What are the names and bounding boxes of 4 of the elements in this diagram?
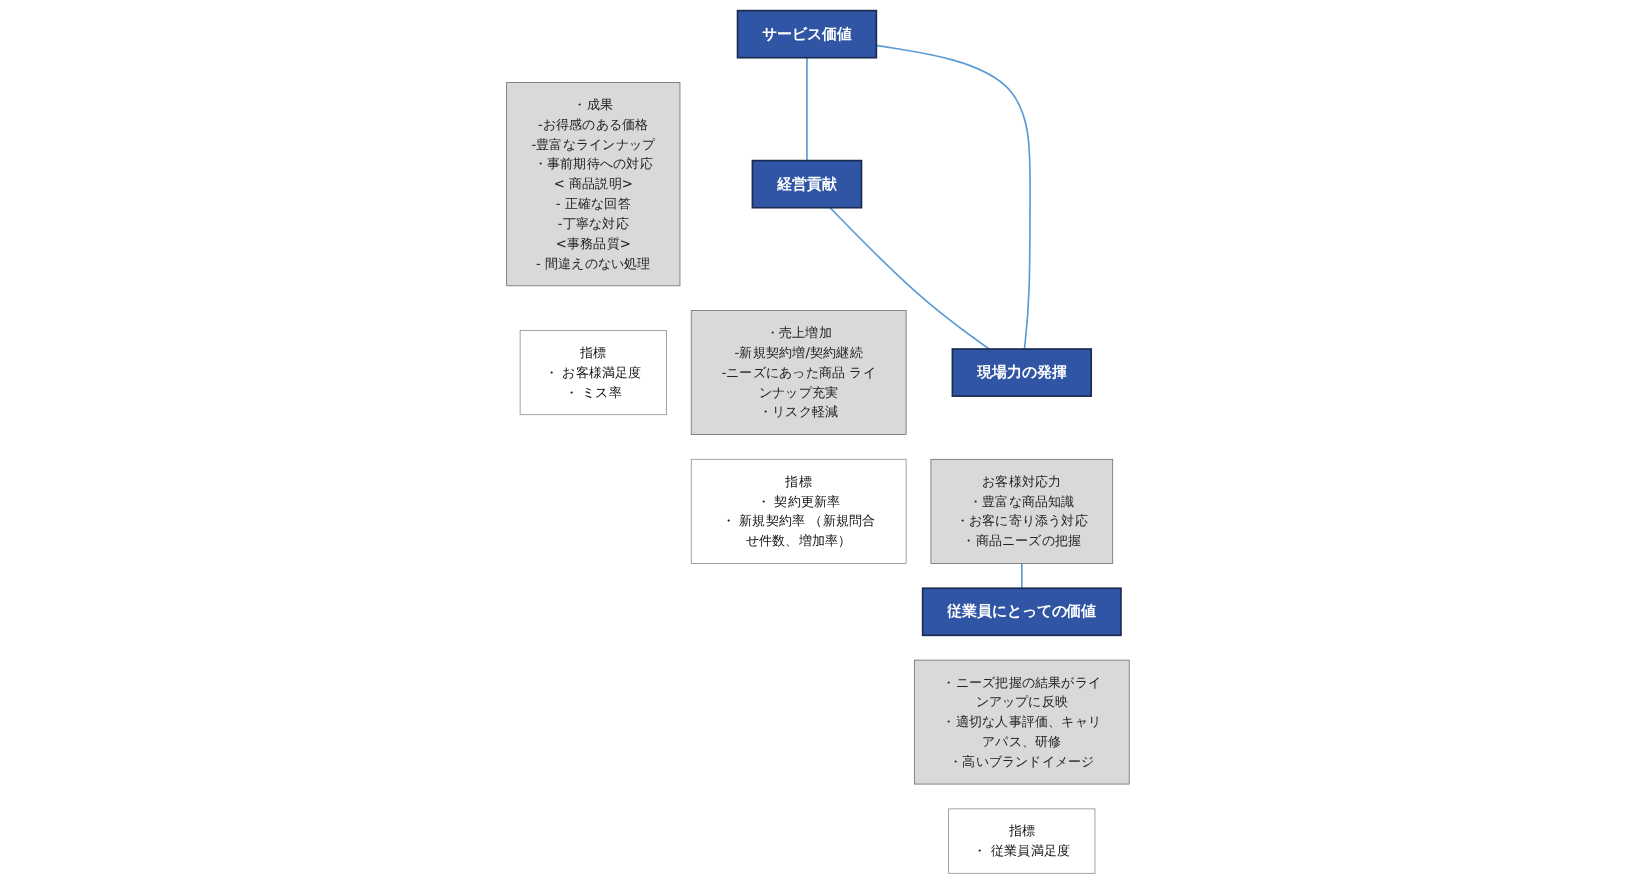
connector [875, 44, 1031, 350]
connector [1021, 562, 1023, 590]
connector [829, 206, 990, 350]
connector [806, 56, 808, 162]
